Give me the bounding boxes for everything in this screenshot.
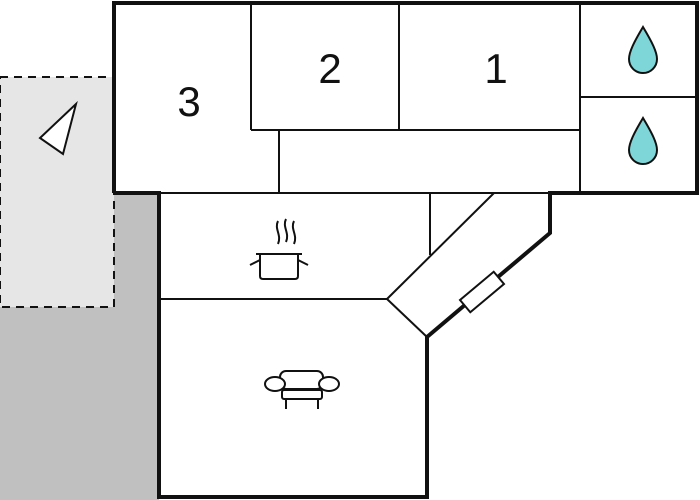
outer-wall bbox=[112, 1, 699, 499]
terrace-light-area bbox=[0, 76, 115, 308]
room-label-1: 1 bbox=[484, 45, 507, 92]
room-label-2: 2 bbox=[318, 45, 341, 92]
staircase-icon bbox=[458, 270, 506, 314]
armchair-icon bbox=[264, 370, 340, 409]
water-drop-icon bbox=[627, 116, 659, 165]
interior-walls bbox=[159, 3, 697, 338]
triangle-marker-icon bbox=[38, 100, 78, 156]
water-drop-icon bbox=[627, 25, 659, 74]
room-label-3: 3 bbox=[177, 78, 200, 125]
cooking-pot-icon bbox=[249, 218, 309, 280]
